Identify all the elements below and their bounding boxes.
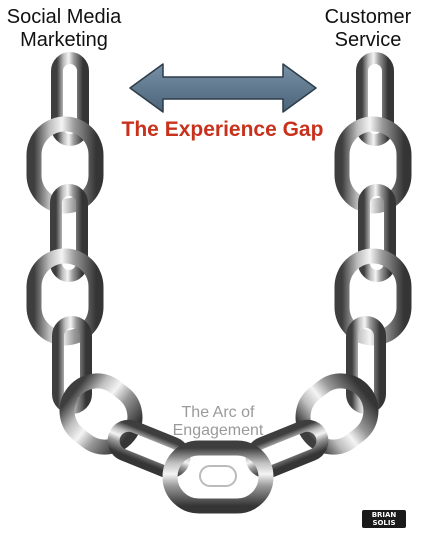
chain-link-icon xyxy=(358,184,396,282)
label-left-line-2: Marketing xyxy=(20,29,108,51)
chain-link-icon xyxy=(199,465,237,487)
label-arc-line-2: Engagement xyxy=(172,422,264,440)
label-experience-gap: The Experience Gap xyxy=(121,118,324,141)
label-right-line-1: Customer xyxy=(324,6,412,28)
chain-link-icon xyxy=(245,419,329,479)
label-right-line-2: Service xyxy=(334,29,402,51)
chain-link-icon xyxy=(162,440,274,514)
chain-link-icon xyxy=(334,116,412,214)
chain-link-icon xyxy=(50,184,88,282)
chain-right xyxy=(245,52,412,479)
label-arc-of-engagement: The Arc of Engagement xyxy=(150,404,286,441)
chain-left xyxy=(26,52,191,479)
chain-link-icon xyxy=(59,373,143,455)
chain-link-icon xyxy=(334,248,412,346)
brian-solis-logo: BRIAN SOLIS xyxy=(362,510,406,528)
chain-link-icon xyxy=(107,419,191,479)
chain-link-icon xyxy=(51,52,89,146)
chain-link-icon xyxy=(356,52,394,146)
chain-link-icon xyxy=(295,373,379,455)
label-arc-line-1: The Arc of xyxy=(181,404,255,421)
chain-link-icon xyxy=(26,248,104,346)
label-social-media-marketing: Social Media Marketing xyxy=(0,6,128,52)
label-customer-service: Customer Service xyxy=(300,6,436,52)
logo-line-1: BRIAN xyxy=(371,511,397,519)
label-left-line-1: Social Media xyxy=(6,6,122,28)
chain-link-icon xyxy=(26,116,104,214)
double-headed-arrow-icon xyxy=(129,63,317,113)
logo-line-2: SOLIS xyxy=(372,519,396,527)
